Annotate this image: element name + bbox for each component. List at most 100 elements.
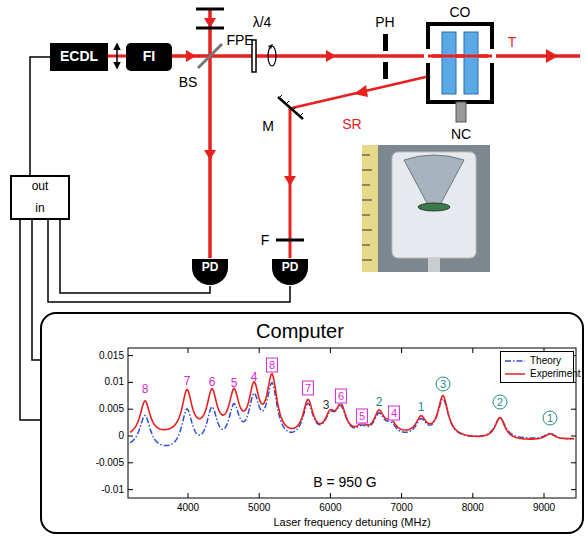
axis-tick <box>544 493 545 498</box>
signal-wire <box>32 220 40 360</box>
filter <box>276 239 304 242</box>
cell-photo <box>362 185 370 186</box>
cell-photo <box>362 155 370 156</box>
cell-oven <box>428 55 492 58</box>
axis-tick <box>128 409 133 410</box>
part-label: F <box>261 233 270 247</box>
part-label: FPE <box>226 33 253 47</box>
pinhole <box>383 34 388 51</box>
part-label: NC <box>451 127 471 141</box>
peak-number: 5 <box>356 409 368 424</box>
axis-tick-label: 7000 <box>390 503 412 513</box>
beam-label: T <box>508 35 517 49</box>
axis-tick-label: 5000 <box>248 503 270 513</box>
part-label: λ/4 <box>253 15 272 29</box>
peak-number: 2 <box>493 395 508 410</box>
axis-tick <box>330 493 331 498</box>
laser-box: ECDL <box>50 43 108 71</box>
spectrum-plot <box>128 348 576 498</box>
laser-beam <box>172 54 580 58</box>
laser-beam <box>326 50 336 62</box>
cell-photo <box>362 245 370 246</box>
photodetector: PD <box>191 258 229 286</box>
fabry-perot-etalon <box>196 9 224 28</box>
axis-tick-label: 0.01 <box>105 377 124 387</box>
cell-photo <box>362 200 372 201</box>
laser-beam <box>292 76 430 108</box>
spectrum-plot <box>128 348 576 498</box>
cell-photo <box>362 170 372 171</box>
cell-oven <box>464 32 478 94</box>
laser-beam <box>284 176 296 186</box>
theory-curve <box>130 383 574 446</box>
legend-sample <box>504 370 526 378</box>
node-text: out <box>32 180 49 193</box>
cell-photo <box>362 145 490 272</box>
quarter-wave-plate <box>252 40 276 72</box>
peak-number: 6 <box>335 389 347 404</box>
part-label: BS <box>179 75 198 89</box>
axis-tick <box>259 493 260 498</box>
interface-box: outin <box>10 175 70 220</box>
cell-photo <box>404 155 464 205</box>
pinhole <box>383 62 388 79</box>
legend-text: Theory <box>530 355 561 366</box>
axis-tick <box>571 462 576 463</box>
axis-tick <box>571 436 576 437</box>
cell-oven <box>424 24 496 122</box>
node-text: Computer <box>256 320 344 342</box>
cell-photo <box>362 145 490 272</box>
peak-number: 5 <box>231 377 238 389</box>
axis-tick <box>128 382 133 383</box>
axis-tick-label: -0.01 <box>101 485 124 495</box>
mirror <box>278 95 282 99</box>
mirror <box>285 101 289 105</box>
signal-wire <box>20 220 40 420</box>
node-text: PD <box>282 261 299 274</box>
laser-beam <box>208 8 212 258</box>
peak-number: 2 <box>376 396 383 408</box>
peak-number: 3 <box>436 377 451 392</box>
spectrum-plot <box>130 374 574 446</box>
axis-tick <box>259 348 260 353</box>
legend-sample <box>505 360 525 362</box>
fabry-perot-etalon <box>196 27 224 30</box>
axis-title: Laser frequency detuning (MHz) <box>273 517 430 528</box>
legend-row: Experiment <box>504 367 570 380</box>
cell-oven <box>456 102 466 122</box>
cell-photo <box>362 260 372 261</box>
axis-tick <box>188 348 189 353</box>
legend: TheoryExperiment <box>500 351 574 383</box>
axis-tick <box>128 489 133 490</box>
mirror <box>278 97 303 119</box>
beam-splitter <box>198 44 222 68</box>
legend-row: Theory <box>504 354 570 367</box>
axis-tick <box>401 348 402 353</box>
polarization-arrow <box>117 44 118 68</box>
cell-photo <box>362 215 370 216</box>
beam-label: SR <box>342 117 361 131</box>
axis-tick <box>128 355 133 356</box>
computer-panel: Computer <box>40 312 584 534</box>
peak-number: 8 <box>266 358 278 373</box>
laser-beam <box>204 150 216 160</box>
axis-tick-label: 8000 <box>462 503 484 513</box>
node-text: ECDL <box>60 49 98 64</box>
peak-number: 8 <box>142 383 149 395</box>
node-text: FI <box>143 49 155 64</box>
peak-number: 7 <box>184 375 191 387</box>
axis-tick-label: 0.015 <box>99 351 124 361</box>
peak-number: 1 <box>543 411 558 426</box>
axis-tick-label: 0 <box>118 431 124 441</box>
isolator-box: FI <box>126 43 172 71</box>
signal-wire <box>30 57 50 175</box>
axis-tick <box>330 348 331 353</box>
mirror <box>278 95 303 119</box>
laser-beam <box>186 50 196 62</box>
quarter-wave-plate <box>268 46 276 66</box>
cell-photo <box>362 230 372 231</box>
experiment-curve <box>130 374 574 439</box>
axis-tick-label: 6000 <box>319 503 341 513</box>
quarter-wave-plate <box>268 44 273 49</box>
